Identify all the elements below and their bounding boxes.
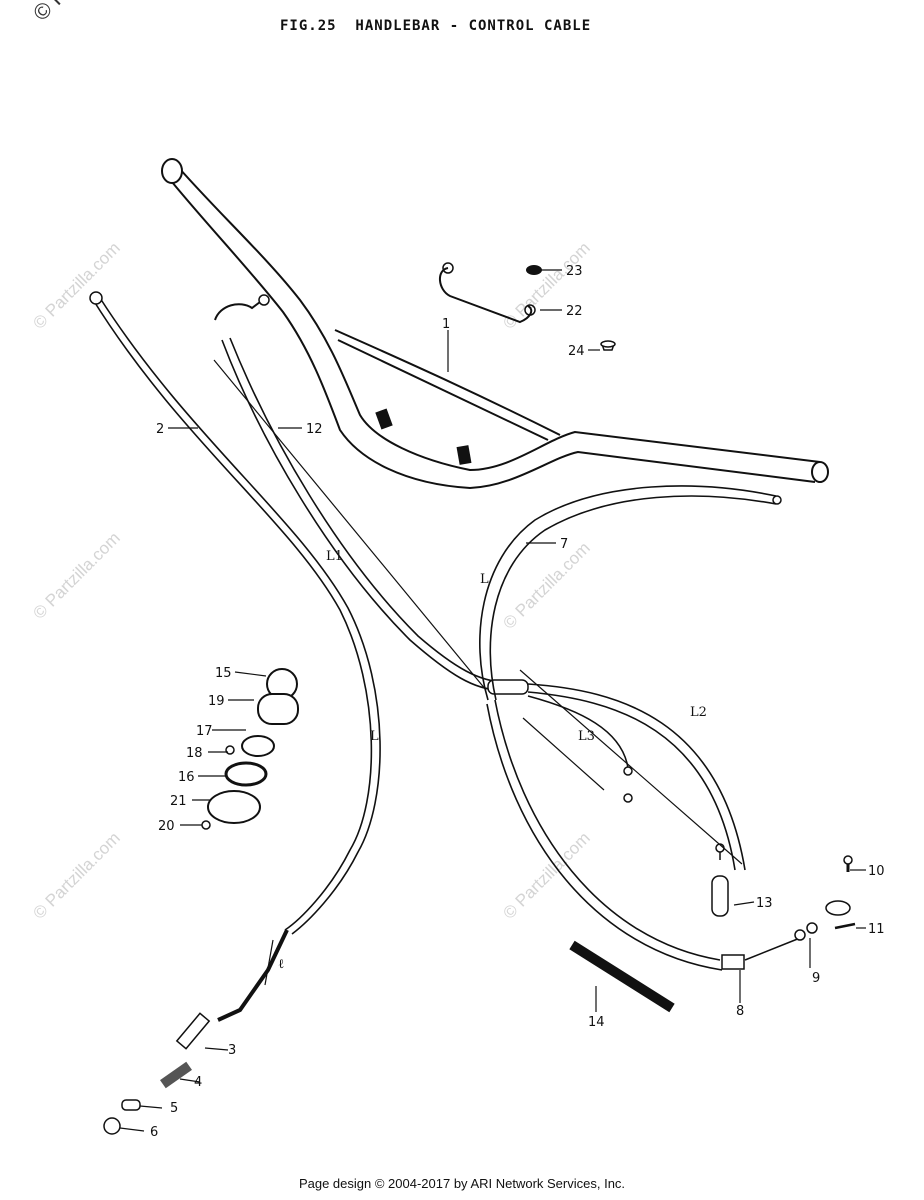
- callout-label: 11: [868, 922, 885, 937]
- dimension-label: L2: [690, 705, 707, 720]
- callout-label: 19: [208, 694, 225, 709]
- callout-label: 21: [170, 794, 187, 809]
- dimension-label: ℓ: [278, 957, 284, 972]
- callout-label: 18: [186, 746, 203, 761]
- callout-label: 6: [150, 1125, 158, 1140]
- callout-label: 9: [812, 971, 820, 986]
- callout-label: 12: [306, 422, 323, 437]
- callout-label: 14: [588, 1015, 605, 1030]
- callout-label: 24: [568, 344, 585, 359]
- callout-label: 10: [868, 864, 885, 879]
- callout-label: 3: [228, 1043, 236, 1058]
- callout-label: 20: [158, 819, 175, 834]
- callout-label: 17: [196, 724, 213, 739]
- dimension-label: L3: [578, 729, 595, 744]
- bushing-stack-drawing: [201, 668, 299, 830]
- callout-label: 23: [566, 264, 583, 279]
- callout-label: 7: [560, 537, 568, 552]
- watermark: © Partzilla.com: [29, 828, 123, 922]
- dimension-label: L: [370, 729, 379, 744]
- callout-label: 4: [194, 1075, 202, 1090]
- dimension-labels: L1 L L2 L3 L ℓ: [278, 549, 707, 972]
- figure-title: FIG.25 HANDLEBAR - CONTROL CABLE: [280, 18, 592, 34]
- callout-label: 5: [170, 1101, 178, 1116]
- watermark: © Partzilla.com: [29, 238, 123, 332]
- watermark: © Partzilla.com: [499, 538, 593, 632]
- cable-7-drawing: [479, 485, 782, 701]
- small-parts: [439, 262, 616, 351]
- watermark: © Partzilla.com: [499, 828, 593, 922]
- branch-cables-drawing: [527, 683, 746, 1013]
- parts-diagram: © Partzilla.com © Partzilla.com © Partzi…: [29, 158, 885, 1140]
- callout-label: 2: [156, 422, 164, 437]
- watermarks: © Partzilla.com © Partzilla.com © Partzi…: [29, 238, 593, 922]
- callout-label: 1: [442, 317, 450, 332]
- watermark: © Partzilla.com: [29, 528, 123, 622]
- callout-labels: 1 2 3 4 5 6 7 8 9 10 11 12 13 14 15 16 1…: [150, 264, 885, 1140]
- dimension-label: L: [480, 572, 489, 587]
- page-footer: Page design © 2004-2017 by ARI Network S…: [298, 1176, 626, 1191]
- callout-label: 16: [178, 770, 195, 785]
- handlebar-drawing: [161, 158, 829, 490]
- callout-label: 15: [215, 666, 232, 681]
- dimension-label: L1: [326, 549, 343, 564]
- callout-label: 8: [736, 1004, 744, 1019]
- cable-2-drawing: [89, 291, 381, 1135]
- leader-lines: [119, 269, 866, 1132]
- callout-label: 13: [756, 896, 773, 911]
- cable-12-drawing: [214, 294, 856, 971]
- callout-label: 22: [566, 304, 583, 319]
